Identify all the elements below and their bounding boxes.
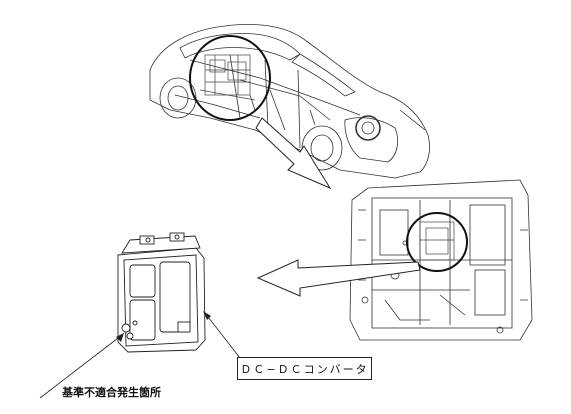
dc-dc-converter-unit: [117, 232, 206, 353]
component-leader-line: [204, 312, 241, 359]
defect-leader-line: [39, 334, 123, 399]
defect-location-label: 基準不適合発生箇所: [62, 386, 161, 399]
component-label: ＤＣ−ＤＣコンバータ: [240, 362, 369, 376]
arrow-car-to-panel: [255, 117, 332, 190]
panel-detail-highlight: [406, 212, 468, 272]
arrow-panel-to-component: [256, 259, 421, 297]
component-label-box: ＤＣ−ＤＣコンバータ: [237, 357, 372, 380]
defect-leader-arrowhead: [116, 333, 124, 342]
car-illustration: [149, 24, 430, 179]
component-leader-arrowhead: [203, 311, 211, 320]
car-detail-highlight: [189, 35, 271, 121]
